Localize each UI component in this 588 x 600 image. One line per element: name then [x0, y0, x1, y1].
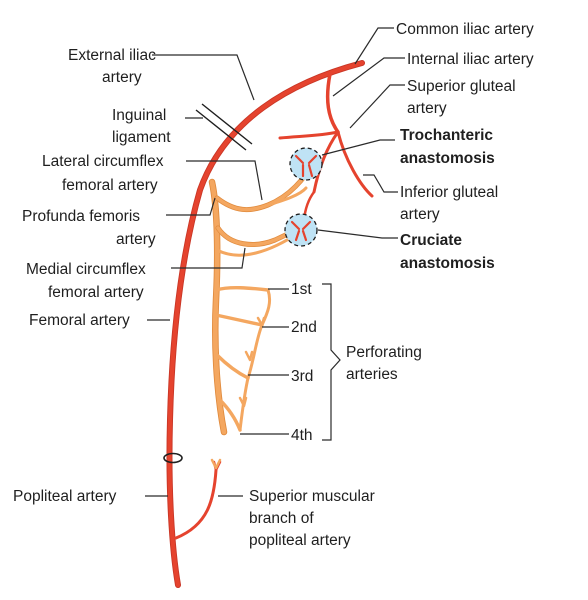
- label-lateral-circumflex-1: Lateral circumflex: [42, 153, 164, 170]
- label-common-iliac: Common iliac artery: [396, 21, 534, 38]
- labels: Common iliac artery Internal iliac arter…: [13, 21, 534, 549]
- label-perforating-1st: 1st: [291, 281, 312, 298]
- label-trochanteric-2: anastomosis: [400, 150, 495, 167]
- profunda-femoris-trunk: [209, 179, 227, 435]
- leader-lines: [145, 27, 405, 497]
- label-inferior-gluteal-1: Inferior gluteal: [400, 184, 498, 201]
- label-medial-circumflex-1: Medial circumflex: [26, 261, 146, 278]
- label-femoral: Femoral artery: [29, 312, 130, 329]
- label-external-iliac-1: External iliac: [68, 47, 156, 64]
- superior-muscular-branch: [174, 468, 218, 540]
- perforating-artery-3: [215, 353, 250, 380]
- inferior-gluteal-artery: [312, 130, 340, 194]
- trochanteric-anastomosis: [289, 147, 323, 181]
- label-external-iliac-2: artery: [102, 69, 142, 86]
- femoral-artery-trunk: [167, 60, 365, 588]
- orange-branches: [208, 161, 315, 470]
- label-inguinal-2: ligament: [112, 129, 171, 146]
- internal-iliac-branch: [336, 130, 374, 198]
- cruciate-anastomosis: [284, 213, 318, 247]
- label-popliteal: Popliteal artery: [13, 488, 117, 505]
- label-superior-gluteal-1: Superior gluteal: [407, 78, 516, 95]
- label-internal-iliac: Internal iliac artery: [407, 51, 534, 68]
- label-profunda-1: Profunda femoris: [22, 208, 140, 225]
- label-perforating-3rd: 3rd: [291, 368, 313, 385]
- label-cruciate-1: Cruciate: [400, 232, 462, 249]
- label-perforating-4th: 4th: [291, 427, 313, 444]
- label-lateral-circumflex-2: femoral artery: [62, 177, 158, 194]
- label-cruciate-2: anastomosis: [400, 255, 495, 272]
- superior-gluteal-artery: [278, 130, 340, 140]
- red-arteries: [163, 60, 374, 588]
- perforating-artery-2: [214, 313, 264, 327]
- label-inguinal-1: Inguinal: [112, 107, 166, 124]
- internal-iliac-artery: [325, 72, 340, 134]
- inguinal-ligament-mark: [195, 103, 253, 151]
- perforating-artery-1: [214, 286, 270, 292]
- adductor-hiatus-ring: [163, 452, 183, 464]
- label-perforating-arteries-1: Perforating: [346, 344, 422, 361]
- label-profunda-2: artery: [116, 231, 156, 248]
- label-perforating-arteries-2: arteries: [346, 366, 398, 383]
- label-inferior-gluteal-2: artery: [400, 206, 440, 223]
- label-perforating-2nd: 2nd: [291, 319, 317, 336]
- label-superior-muscular-2: branch of: [249, 510, 314, 527]
- label-trochanteric-1: Trochanteric: [400, 127, 493, 144]
- label-superior-gluteal-2: artery: [407, 100, 447, 117]
- label-superior-muscular-3: popliteal artery: [249, 532, 351, 549]
- perforating-bracket: [322, 283, 341, 441]
- label-medial-circumflex-2: femoral artery: [48, 284, 144, 301]
- label-superior-muscular-1: Superior muscular: [249, 488, 375, 505]
